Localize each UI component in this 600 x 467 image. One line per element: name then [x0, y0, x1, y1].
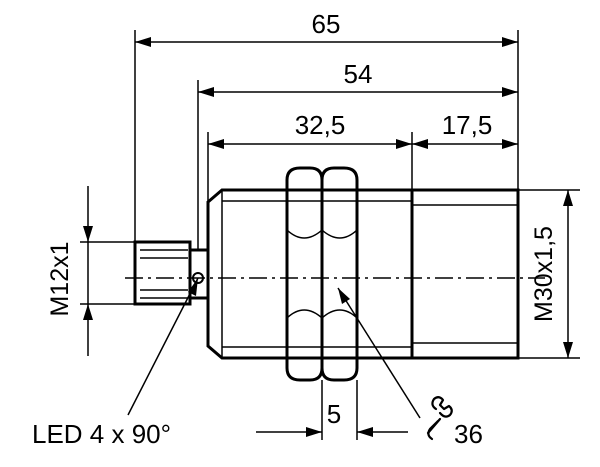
dimension-m12: M12x1 — [46, 186, 93, 356]
hex-nut-left — [285, 166, 324, 382]
dimension-m30: M30x1,5 — [530, 190, 573, 358]
dim-label-m12: M12x1 — [46, 241, 74, 316]
dimension-54: 54 — [198, 59, 518, 97]
led-label: LED 4 x 90° — [32, 419, 171, 449]
wrench-icon — [426, 396, 453, 441]
dimension-65: 65 — [135, 9, 518, 47]
m12-connector — [133, 240, 210, 306]
dimension-5: 5 — [256, 399, 408, 437]
dim-label-m30: M30x1,5 — [530, 226, 558, 322]
dimension-32-5: 32,5 — [208, 110, 412, 149]
dim-label-17-5: 17,5 — [442, 110, 493, 140]
sensor-housing — [206, 188, 520, 360]
hex-nut-right — [320, 166, 359, 382]
rear-housing — [410, 188, 520, 360]
wrench-leader: 36 — [337, 287, 483, 449]
wrench-size-label: 36 — [454, 419, 483, 449]
led-leader: LED 4 x 90° — [32, 277, 199, 449]
dim-label-5: 5 — [327, 399, 341, 429]
extension-lines — [80, 30, 580, 440]
dim-label-65: 65 — [312, 9, 341, 39]
dim-label-32-5: 32,5 — [295, 110, 346, 140]
threaded-housing — [206, 188, 414, 360]
dim-label-54: 54 — [344, 59, 373, 89]
dimension-17-5: 17,5 — [412, 110, 518, 149]
